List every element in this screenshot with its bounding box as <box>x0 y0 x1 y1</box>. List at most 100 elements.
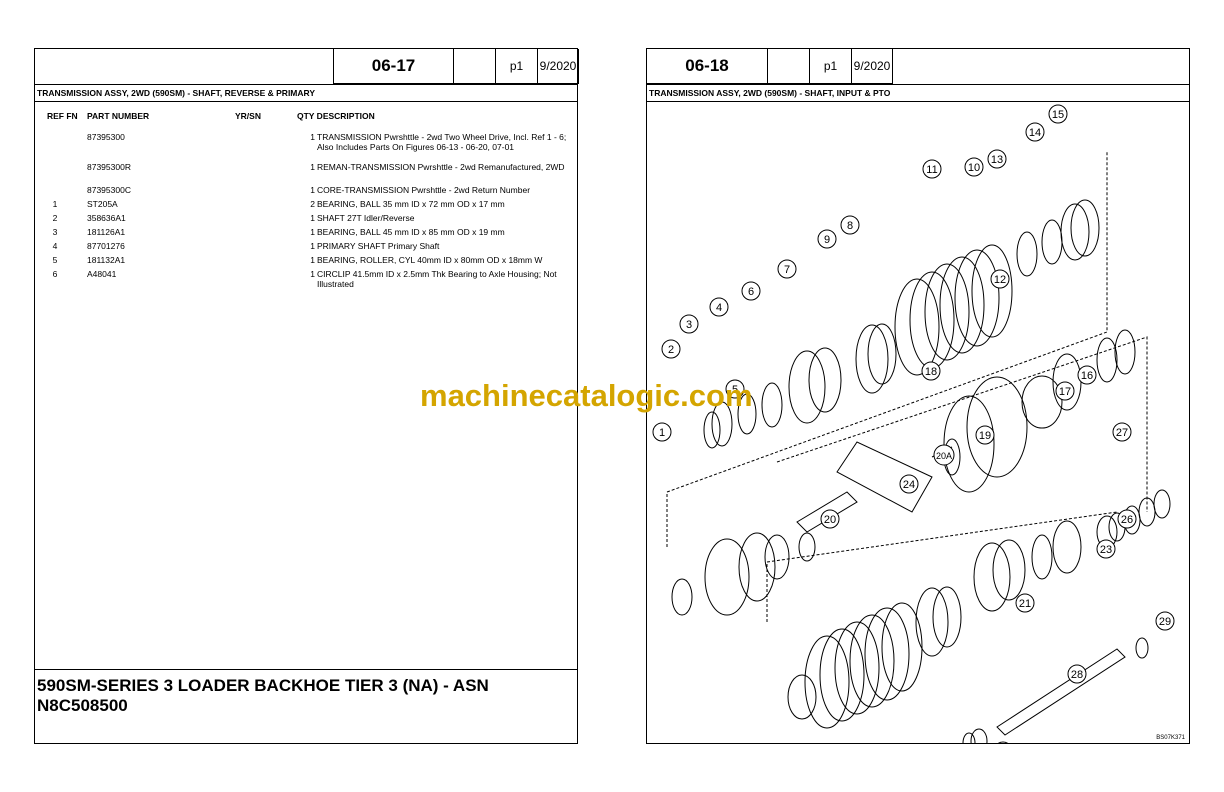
parts-row-ref: 6 <box>52 269 58 279</box>
callout-14: 14 <box>1025 122 1045 142</box>
page-number: 06-18 <box>647 49 767 84</box>
parts-row-part-number: ST205A <box>87 199 118 209</box>
parts-row-description: REMAN-TRANSMISSION Pwrshttle - 2wd Reman… <box>317 162 565 172</box>
svg-text:23: 23 <box>1100 544 1112 556</box>
callout-26: 26 <box>1117 509 1137 529</box>
svg-text:21: 21 <box>1019 598 1031 610</box>
callout-2: 2 <box>661 339 681 359</box>
roller-bearing <box>1031 534 1053 580</box>
callout-8: 8 <box>840 215 860 235</box>
svg-text:9: 9 <box>824 234 830 246</box>
svg-text:13: 13 <box>991 154 1003 166</box>
parts-row-part-number: 87395300 <box>87 132 125 142</box>
series-title: 590SM-SERIES 3 LOADER BACKHOE TIER 3 (NA… <box>37 676 489 715</box>
parts-row-qty: 1 <box>310 255 315 265</box>
gear-part <box>808 347 842 413</box>
col-yr-sn: YR/SN <box>235 111 261 121</box>
parts-row-description: CIRCLIP 41.5mm ID x 2.5mm Thk Bearing to… <box>317 269 557 289</box>
snap-ring <box>915 587 949 657</box>
clutch-plate <box>954 249 1000 347</box>
piston-cup <box>1021 375 1063 429</box>
section-title: TRANSMISSION ASSY, 2WD (590SM) - SHAFT, … <box>35 84 577 102</box>
parts-row-description: CORE-TRANSMISSION Pwrshttle - 2wd Return… <box>317 185 531 195</box>
input-shaft <box>796 491 858 533</box>
callout-12: 12 <box>990 269 1010 289</box>
parts-row-qty: 2 <box>310 199 315 209</box>
callout-28: 28 <box>1067 664 1087 684</box>
col-part-number: PART NUMBER <box>87 111 150 121</box>
parts-row-description: BEARING, BALL 45 mm ID x 85 mm OD x 19 m… <box>317 227 505 237</box>
svg-text:29: 29 <box>1159 616 1171 628</box>
callout-24: 24 <box>899 474 919 494</box>
svg-text:11: 11 <box>926 164 937 176</box>
bearing-part <box>1052 520 1082 574</box>
parts-row-part-number: 87395300R <box>87 162 131 172</box>
col-ref-fn: REF FN <box>47 111 78 121</box>
callout-7: 7 <box>777 259 797 279</box>
page-header: 06-18 p1 9/2020 <box>647 49 893 84</box>
svg-text:19: 19 <box>979 430 991 442</box>
callout-18: 18 <box>921 361 941 381</box>
page-number: 06-17 <box>333 49 453 84</box>
parts-row-part-number: 181126A1 <box>87 227 126 237</box>
callout-30: 30 <box>997 741 1009 743</box>
svg-text:12: 12 <box>994 274 1006 286</box>
gear-part <box>992 539 1026 601</box>
snap-ring <box>1135 637 1149 659</box>
svg-text:24: 24 <box>903 479 915 491</box>
dashed-boundary <box>776 336 1148 512</box>
svg-text:28: 28 <box>1071 669 1083 681</box>
parts-row-qty: 1 <box>310 162 315 172</box>
snap-ring <box>867 323 897 385</box>
callout-4: 4 <box>709 297 729 317</box>
page-date: 9/2020 <box>537 49 579 84</box>
callout-17: 17 <box>1055 381 1075 401</box>
clutch-plate <box>939 256 985 354</box>
svg-text:16: 16 <box>1081 370 1093 382</box>
clutch-plate <box>881 602 923 692</box>
spring <box>1060 203 1090 261</box>
seal-ring <box>738 532 776 602</box>
clutch-plate <box>971 244 1013 338</box>
callout-5: 5 <box>725 379 745 399</box>
piston <box>966 376 1028 478</box>
watermark-text: machinecatalogic.com <box>420 378 753 413</box>
exploded-view-diagram: 123456789101112131415161718192020A212324… <box>652 104 1175 743</box>
clutch-plate <box>834 621 880 715</box>
snap-ring <box>1096 337 1118 383</box>
svg-text:2: 2 <box>668 344 674 356</box>
left-parts-page: 06-17 p1 9/2020 TRANSMISSION ASSY, 2WD (… <box>34 48 579 744</box>
callout-16: 16 <box>1077 365 1097 385</box>
bearing-part <box>970 728 988 743</box>
callout-13: 13 <box>987 149 1007 169</box>
page-date: 9/2020 <box>851 49 893 84</box>
callout-10: 10 <box>964 157 984 177</box>
dashed-boundary <box>666 152 1108 547</box>
parts-row-qty: 1 <box>310 132 315 142</box>
svg-text:5: 5 <box>732 384 738 396</box>
svg-text:20: 20 <box>824 514 836 526</box>
snap-ring <box>932 586 962 648</box>
parts-row-qty: 1 <box>310 227 315 237</box>
callout-29: 29 <box>1155 611 1175 631</box>
clutch-plate <box>804 635 850 729</box>
washer <box>1041 219 1063 265</box>
svg-text:14: 14 <box>1029 127 1041 139</box>
parts-row-part-number: 358636A1 <box>87 213 126 223</box>
snap-ring <box>962 732 976 743</box>
parts-row-part-number: 181132A1 <box>87 255 126 265</box>
parts-row-ref: 5 <box>52 255 58 265</box>
washer <box>1114 329 1136 375</box>
parts-row-description: SHAFT 27T Idler/Reverse <box>317 213 415 223</box>
piston <box>704 538 750 616</box>
parts-row-ref: 2 <box>52 213 58 223</box>
snap-ring <box>855 324 889 394</box>
section-title: TRANSMISSION ASSY, 2WD (590SM) - SHAFT, … <box>647 84 1189 102</box>
parts-row-part-number: A48041 <box>87 269 117 279</box>
callout-3: 3 <box>679 314 699 334</box>
shaft-seal <box>798 532 816 562</box>
clutch-plate <box>864 607 910 701</box>
svg-text:18: 18 <box>925 366 937 378</box>
col-qty-description: QTY DESCRIPTION <box>297 111 375 121</box>
clutch-plate <box>849 614 895 708</box>
